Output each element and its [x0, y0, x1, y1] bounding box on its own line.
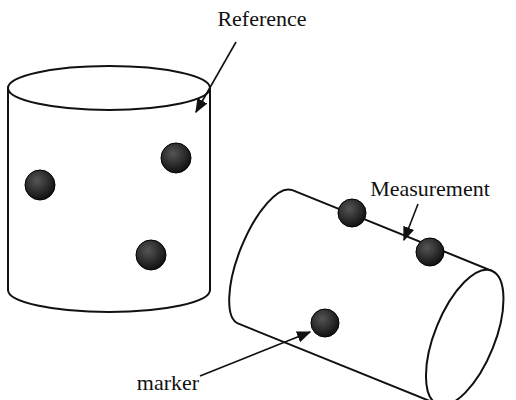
callout-label: Reference	[217, 8, 306, 30]
marker-dots	[25, 143, 191, 270]
callout-label: marker	[137, 372, 199, 394]
measurement-cylinder	[214, 180, 516, 400]
marker-dots	[311, 199, 444, 337]
leader-lines	[196, 42, 418, 376]
reference-cylinder	[8, 66, 210, 312]
callout-label: Measurement	[370, 178, 490, 200]
